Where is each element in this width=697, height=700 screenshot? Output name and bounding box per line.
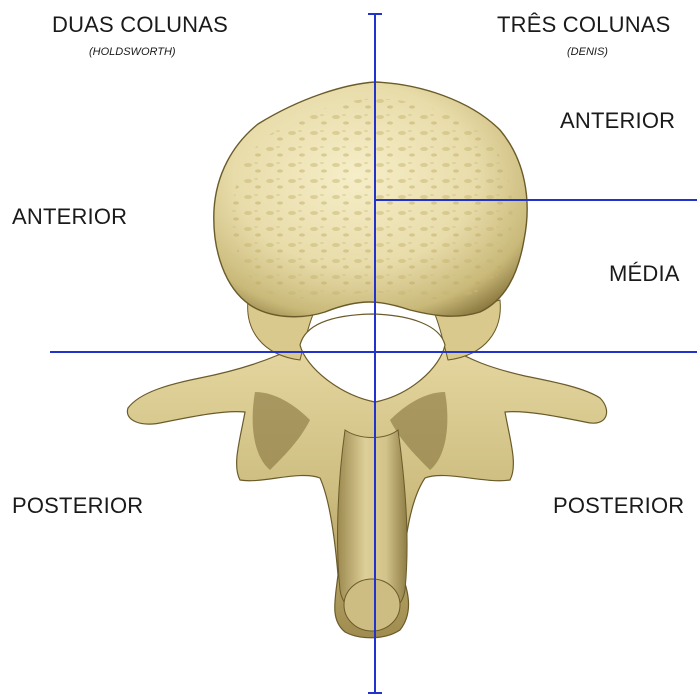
left-column-title: DUAS COLUNAS [52,12,228,38]
right-column-subtitle: (DENIS) [567,46,608,58]
right-media-label: MÉDIA [609,261,680,287]
left-anterior-label: ANTERIOR [12,204,127,230]
right-anterior-label: ANTERIOR [560,108,675,134]
left-posterior-label: POSTERIOR [12,493,143,519]
right-column-title: TRÊS COLUNAS [497,12,671,38]
spinous-tip [344,579,400,631]
left-column-subtitle: (HOLDSWORTH) [89,46,176,58]
right-posterior-label: POSTERIOR [553,493,684,519]
